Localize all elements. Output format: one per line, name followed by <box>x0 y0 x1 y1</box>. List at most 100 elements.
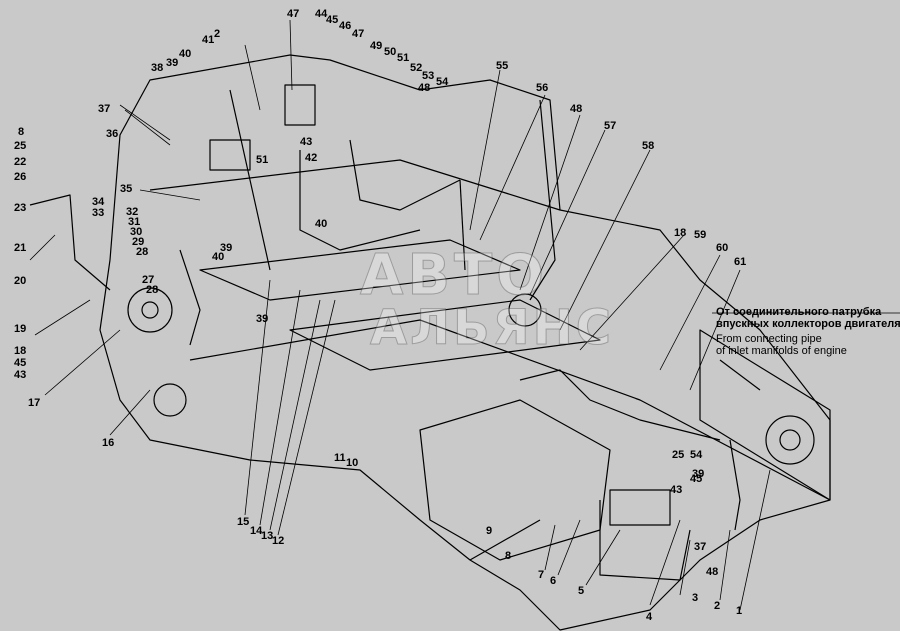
pipe-4 <box>229 89 271 271</box>
callout-label: 48 <box>570 103 583 115</box>
valve-block-47 <box>284 84 316 126</box>
callout-label: 13 <box>261 530 274 542</box>
callout-label: 2 <box>214 28 221 40</box>
callout-label: 51 <box>256 154 269 166</box>
callout-label: 55 <box>496 60 509 72</box>
callout-label: 40 <box>179 48 192 60</box>
pipe-5 <box>349 139 461 211</box>
callout-label: 26 <box>14 171 27 183</box>
filter-16 <box>127 287 173 333</box>
callout-label: 35 <box>120 183 133 195</box>
callout-label: 21 <box>14 242 27 254</box>
hub-left <box>153 383 187 417</box>
callout-label: 36 <box>106 128 119 140</box>
callout-label: 33 <box>92 207 105 219</box>
callout-label: 46 <box>339 20 352 32</box>
callout-label: 1 <box>736 605 743 617</box>
callout-label: 15 <box>237 516 250 528</box>
note-ru-line-2: впускных коллекторов двигателя <box>716 318 900 330</box>
callout-label: 39 <box>166 57 179 69</box>
callout-label: 32 <box>126 206 139 218</box>
callout-label: 6 <box>550 575 557 587</box>
valve-block-6 <box>609 489 671 526</box>
callout-label: 31 <box>128 216 141 228</box>
callout-label: 19 <box>14 323 27 335</box>
callout-label: 54 <box>690 449 703 461</box>
frame-side <box>529 99 556 301</box>
callout-label: 51 <box>397 52 410 64</box>
pump-1 <box>765 415 815 465</box>
pipe-3 <box>299 150 421 251</box>
pipe-6 <box>459 179 466 271</box>
callout-label: 37 <box>98 103 111 115</box>
callout-label: 45 <box>14 357 27 369</box>
callout-label: 49 <box>370 40 383 52</box>
callout-label: 52 <box>410 62 423 74</box>
callout-label: 40 <box>315 218 328 230</box>
filter-16-inner <box>141 301 159 319</box>
callout-label: 41 <box>202 34 215 46</box>
callout-label: 59 <box>694 229 707 241</box>
callout-label: 16 <box>102 437 115 449</box>
pipe-7 <box>519 369 721 441</box>
callout-label: 25 <box>672 449 685 461</box>
callout-label: 29 <box>132 236 145 248</box>
callout-label: 5 <box>578 585 585 597</box>
callout-label: 39 <box>692 468 705 480</box>
callout-label: 30 <box>130 226 143 238</box>
lower-housing <box>419 399 611 561</box>
callout-label: 39 <box>256 313 269 325</box>
callout-label: 43 <box>670 484 683 496</box>
callout-label: 48 <box>418 82 431 94</box>
callout-label: 18 <box>14 345 27 357</box>
callout-label: 61 <box>734 256 747 268</box>
valve-block-41 <box>209 139 251 171</box>
callout-label: 56 <box>536 82 549 94</box>
callout-label: 43 <box>14 369 27 381</box>
callout-label: 42 <box>305 152 318 164</box>
callout-label: 44 <box>315 8 328 20</box>
callout-label: 17 <box>28 397 41 409</box>
pump-1-inner <box>779 429 801 451</box>
watermark-line-2: АЛЬЯНС <box>370 300 614 356</box>
frame-rail-upper <box>149 159 561 211</box>
callout-label: 10 <box>346 457 359 469</box>
callout-label: 25 <box>14 140 27 152</box>
note-en-line-1: From connecting pipe <box>716 333 822 345</box>
callout-label: 23 <box>14 202 27 214</box>
note-en-line-2: of inlet manifolds of engine <box>716 345 847 357</box>
callout-label: 45 <box>690 473 703 485</box>
callout-label: 60 <box>716 242 729 254</box>
chassis-outline <box>99 54 831 631</box>
callout-label: 50 <box>384 46 397 58</box>
watermark-line-1: АВТО <box>360 243 548 308</box>
callout-label: 8 <box>505 550 512 562</box>
callout-label: 37 <box>694 541 707 553</box>
callout-label: 57 <box>604 120 617 132</box>
callout-label: 40 <box>212 251 225 263</box>
callout-label: 47 <box>287 8 300 20</box>
callout-label: 20 <box>14 275 27 287</box>
hose-1 <box>729 439 741 531</box>
callout-label: 12 <box>272 535 285 547</box>
callout-label: 54 <box>436 76 449 88</box>
cross-member-2 <box>289 299 601 371</box>
callout-label: 27 <box>142 274 155 286</box>
callout-label: 9 <box>486 525 493 537</box>
pipe-1 <box>29 194 111 291</box>
callout-label: 2 <box>714 600 721 612</box>
callout-label: 11 <box>334 452 346 464</box>
callout-label: 53 <box>422 70 435 82</box>
note-english: From connecting pipe of inlet manifolds … <box>716 333 847 357</box>
callout-label: 3 <box>692 592 699 604</box>
pipe-10 <box>719 359 761 391</box>
callout-label: 38 <box>151 62 164 74</box>
callout-label: 43 <box>300 136 313 148</box>
note-ru-line-1: От соединительного патрубка <box>716 306 882 318</box>
callout-label: 45 <box>326 14 339 26</box>
rear-bracket <box>699 329 831 501</box>
callout-label: 4 <box>646 611 653 623</box>
reservoir-57 <box>508 293 542 327</box>
